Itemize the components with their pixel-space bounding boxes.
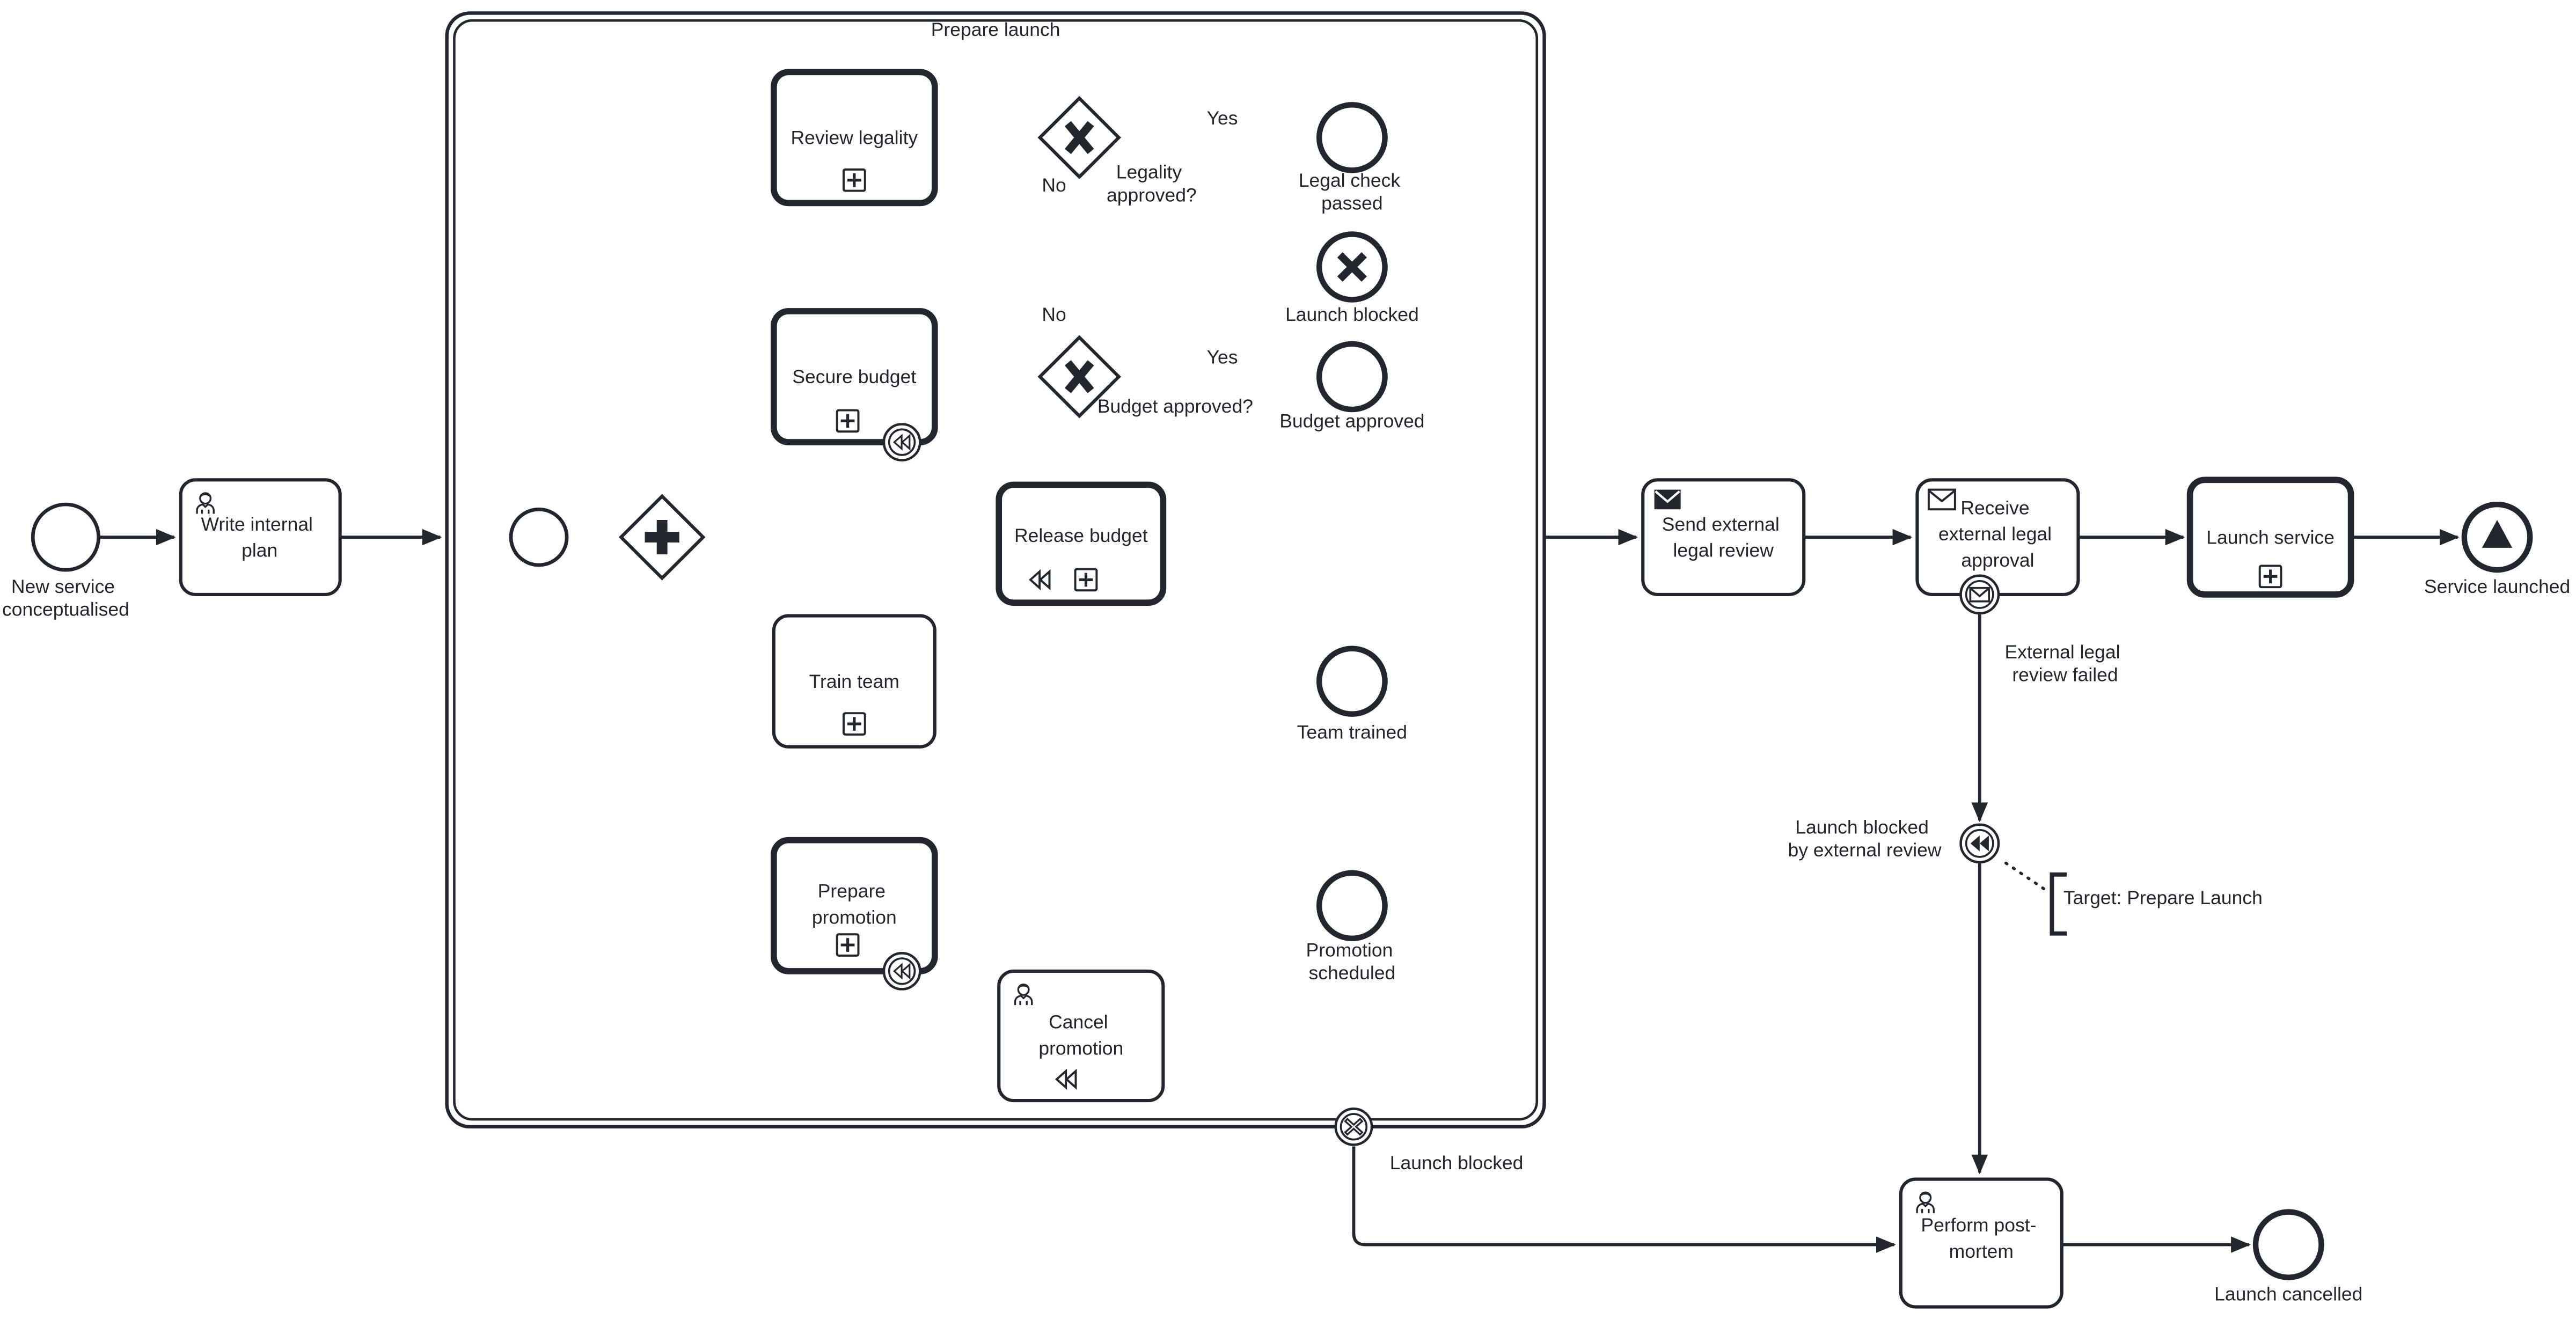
text-annotation-target: Target: Prepare Launch — [2050, 872, 2263, 936]
subprocess-plus-icon — [844, 713, 865, 735]
task-secure-budget-label: Secure budget — [792, 366, 916, 387]
flow-cancel-boundary-to-post-mortem — [1352, 1146, 1896, 1253]
edge-label-budget-yes: Yes — [1207, 347, 1238, 368]
intermediate-event-compensation-throw: Launch blocked by external review — [1788, 817, 2000, 864]
envelope-filled-icon — [1654, 489, 1681, 510]
end-event-team-trained: Team trained — [1297, 646, 1407, 743]
edge-label-legality-no: No — [1042, 174, 1066, 196]
envelope-icon — [1927, 488, 1956, 511]
end-event-launch-cancelled-label: Launch cancelled — [2214, 1283, 2362, 1304]
exclusive-gateway-x-icon — [1064, 121, 1094, 155]
task-send-external-legal-review-label: Send external legal review — [1662, 514, 1785, 561]
subprocess-plus-icon — [837, 410, 859, 432]
task-prepare-promotion: Prepare promotion — [771, 837, 938, 974]
task-write-internal-plan: Write internal plan — [179, 478, 342, 596]
end-event-launch-blocked: Launch blocked — [1285, 231, 1419, 325]
task-secure-budget: Secure budget — [771, 308, 938, 445]
task-cancel-promotion: Cancel promotion — [997, 969, 1165, 1103]
end-event-promotion-scheduled-label: Promotion scheduled — [1306, 939, 1399, 984]
exclusive-gateway-x-icon — [1064, 360, 1094, 393]
boundary-event-external-review-failed: External legal review failed — [1959, 574, 2126, 686]
compensation-throw-label: Launch blocked by external review — [1788, 817, 1941, 861]
start-event-label: New service conceptualised — [2, 576, 129, 620]
inner-start-event — [509, 507, 569, 567]
boundary-event-prepare-promotion-compensation — [882, 952, 921, 991]
boundary-event-secure-budget-compensation — [882, 423, 921, 461]
subprocess-plus-icon — [1075, 569, 1097, 591]
boundary-event-launch-blocked: Launch blocked — [1334, 1107, 1524, 1174]
end-event-promotion-scheduled: Promotion scheduled — [1306, 870, 1399, 984]
end-event-team-trained-label: Team trained — [1297, 722, 1407, 743]
gateway-legality-label: Legality approved? — [1107, 162, 1197, 206]
parallel-gateway — [618, 494, 706, 581]
task-release-budget-label: Release budget — [1014, 525, 1148, 546]
gateway-budget-label: Budget approved? — [1097, 395, 1253, 417]
boundary-event-launch-blocked-label: Launch blocked — [1390, 1152, 1524, 1174]
assoc-comp-throw-to-annotation — [2004, 861, 2049, 893]
task-write-internal-plan-label: Write internal plan — [201, 514, 318, 561]
subprocess-inner-border — [453, 19, 1539, 1121]
task-review-legality-label: Review legality — [791, 127, 918, 149]
task-receive-external-legal-approval-label: Receive external legal approval — [1938, 497, 2057, 571]
annotation-text: Target: Prepare Launch — [2063, 887, 2263, 908]
annotation-bracket — [2050, 872, 2067, 936]
parallel-gateway-plus-icon — [645, 520, 679, 555]
subprocess-title: Prepare launch — [931, 19, 1060, 40]
end-event-launch-cancelled: Launch cancelled — [2214, 1209, 2362, 1304]
task-send-external-legal-review: Send external legal review — [1641, 478, 1806, 596]
subprocess-plus-icon — [844, 170, 865, 191]
end-event-service-launched-label: Service launched — [2424, 576, 2570, 597]
subprocess-plus-icon — [2260, 566, 2281, 588]
gateway-legality-approved: Legality approved? — [1037, 96, 1197, 206]
cancel-x-icon — [1337, 252, 1367, 282]
boundary-event-external-review-failed-label: External legal review failed — [2005, 641, 2126, 686]
end-event-launch-blocked-label: Launch blocked — [1285, 304, 1419, 325]
edge-label-legality-yes: Yes — [1207, 107, 1238, 129]
task-cancel-promotion-label: Cancel promotion — [1038, 1011, 1123, 1059]
envelope-icon — [1969, 586, 1990, 603]
signal-triangle-icon — [2482, 520, 2513, 548]
task-release-budget: Release budget — [996, 481, 1167, 606]
task-perform-post-mortem-label: Perform post- mortem — [1921, 1214, 2041, 1262]
task-prepare-promotion-label: Prepare promotion — [812, 881, 897, 928]
task-receive-external-legal-approval: Receive external legal approval — [1915, 478, 2080, 596]
task-perform-post-mortem: Perform post- mortem — [1899, 1177, 2063, 1309]
task-launch-service: Launch service — [2186, 476, 2354, 598]
edge-label-budget-no: No — [1042, 304, 1066, 325]
end-event-budget-approved: Budget approved — [1279, 341, 1425, 432]
task-train-team-label: Train team — [809, 671, 899, 692]
task-launch-service-label: Launch service — [2206, 526, 2334, 548]
start-event-new-service: New service conceptualised — [2, 502, 129, 620]
end-event-budget-approved-label: Budget approved — [1279, 410, 1424, 432]
end-event-legal-check-passed: Legal check passed — [1299, 102, 1406, 214]
end-event-legal-check-passed-label: Legal check passed — [1299, 170, 1406, 214]
task-train-team: Train team — [772, 614, 936, 749]
subprocess-plus-icon — [837, 934, 859, 956]
end-event-service-launched: Service launched — [2424, 501, 2570, 597]
gateway-budget-approved: Budget approved? — [1037, 335, 1253, 419]
task-review-legality: Review legality — [771, 69, 938, 207]
subprocess-prepare-launch: Prepare launch — [445, 11, 1546, 1129]
